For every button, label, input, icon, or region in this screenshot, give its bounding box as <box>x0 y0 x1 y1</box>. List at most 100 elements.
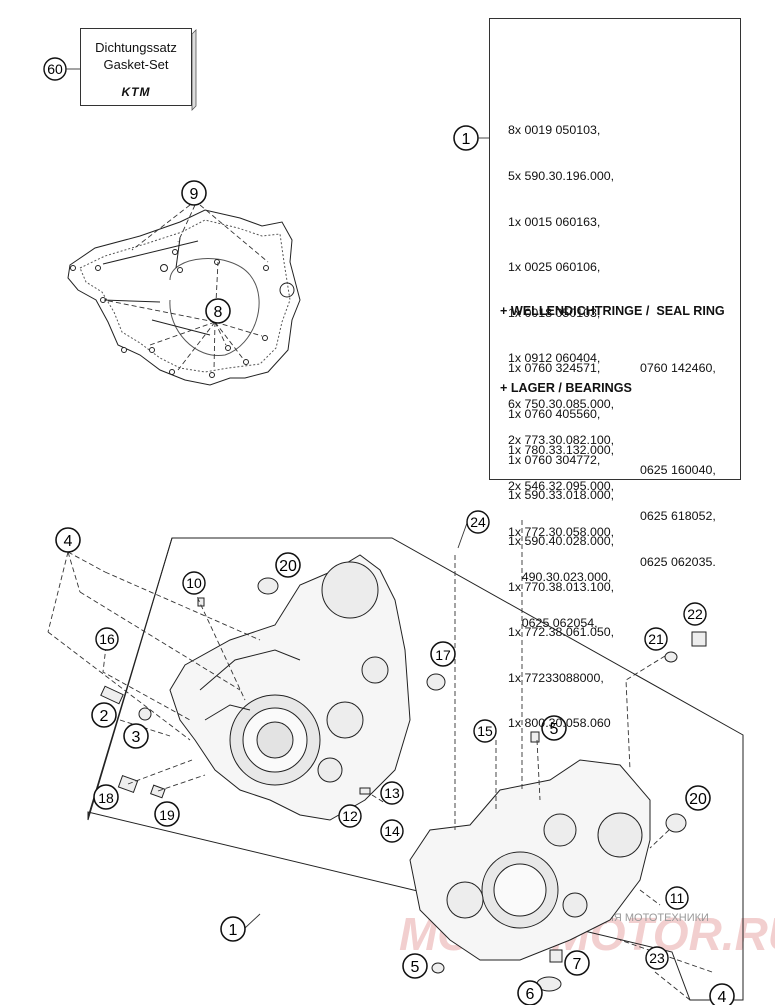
callout-9: 9 <box>181 180 207 206</box>
callout-13: 13 <box>380 781 404 805</box>
gasket-holes <box>70 249 269 378</box>
parts-list-box: 8x 0019 050103, 5x 590.30.196.000, 1x 00… <box>489 18 741 730</box>
svg-text:19: 19 <box>159 807 175 823</box>
bearing-part: 1x 772.30.058.000, <box>508 524 615 539</box>
callout-1: 1 <box>220 916 246 942</box>
svg-text:3: 3 <box>132 729 141 746</box>
svg-text:9: 9 <box>190 186 199 203</box>
callout-5a: 5 <box>541 715 567 741</box>
bearing-part: 2x 546.32.095.000, <box>508 479 615 494</box>
gasket-label-de: Dichtungssatz <box>95 40 177 55</box>
callout-2: 2 <box>91 702 117 728</box>
callout-6: 6 <box>517 980 543 1005</box>
part-number: 1x 800.30.058.060 <box>508 716 611 731</box>
part-number: 1x 770.38.013.100, <box>508 579 615 594</box>
gasket-set-box: Dichtungssatz Gasket-Set KTM <box>80 28 192 106</box>
svg-text:12: 12 <box>342 808 358 824</box>
svg-text:24: 24 <box>470 514 486 530</box>
part-number: 5x 590.30.196.000, <box>508 169 615 184</box>
callout-7: 7 <box>564 950 590 976</box>
callout-12: 12 <box>338 804 362 828</box>
svg-text:10: 10 <box>186 575 202 591</box>
right-crankcase-half <box>409 759 651 961</box>
callout-14: 14 <box>380 819 404 843</box>
gasket-leaders <box>103 204 269 371</box>
part-number: 1x 780.33.132.000, <box>508 442 615 457</box>
bearing-part: 490.30.023.000, <box>508 570 612 585</box>
bearings-heading: + LAGER / BEARINGS <box>500 381 632 395</box>
callout-24: 24 <box>466 510 490 534</box>
svg-text:60: 60 <box>47 61 63 77</box>
svg-text:2: 2 <box>100 708 109 725</box>
left-crankcase-half <box>169 554 411 821</box>
callout-21: 21 <box>644 627 668 651</box>
svg-text:15: 15 <box>477 723 493 739</box>
svg-text:4: 4 <box>64 533 73 550</box>
svg-text:8: 8 <box>214 304 223 321</box>
part-number: 1x 0912 060404, <box>508 351 601 366</box>
bearing-part: 2x 773.30.082.100, <box>508 433 615 448</box>
bearing-part: 0625 618052, <box>640 509 716 524</box>
callout-11: 11 <box>665 886 689 910</box>
bearing-part: 0625 160040, <box>640 463 716 478</box>
gasket-label-en: Gasket-Set <box>103 57 169 72</box>
svg-text:17: 17 <box>435 647 451 663</box>
seal-ring-heading: + WELLENDICHTRINGE / SEAL RING <box>500 304 725 318</box>
seal-part: 1x 0760 304772, <box>508 452 601 467</box>
svg-text:14: 14 <box>384 823 400 839</box>
callout-22: 22 <box>683 602 707 626</box>
part-number: 1x 590.33.018.000, <box>508 488 615 503</box>
callout-20a: 20 <box>275 552 301 578</box>
seal-part: 1x 0760 324571, <box>508 361 601 376</box>
part-number: 1x 0018 050103, <box>508 305 601 320</box>
callout-20b: 20 <box>685 785 711 811</box>
bearing-part: 0625 062054, <box>508 615 598 630</box>
callout-16: 16 <box>95 627 119 651</box>
svg-text:5: 5 <box>411 959 420 976</box>
callout-3: 3 <box>123 723 149 749</box>
gasket-set-label: Dichtungssatz Gasket-Set <box>81 39 191 73</box>
svg-text:1: 1 <box>462 131 471 148</box>
small-parts <box>100 577 707 992</box>
callout-19: 19 <box>154 801 180 827</box>
svg-text:11: 11 <box>670 890 685 906</box>
svg-text:1: 1 <box>229 922 238 939</box>
callout-23: 23 <box>645 946 669 970</box>
ktm-logo: KTM <box>121 85 151 99</box>
svg-text:7: 7 <box>573 956 582 973</box>
svg-text:20: 20 <box>279 558 297 575</box>
svg-text:23: 23 <box>649 950 665 966</box>
part-number: 1x 77233088000, <box>508 670 604 685</box>
svg-text:20: 20 <box>689 791 707 808</box>
part-number: 1x 0025 060106, <box>508 260 601 275</box>
svg-text:22: 22 <box>687 606 703 622</box>
gasket-drawing <box>67 209 301 386</box>
svg-text:6: 6 <box>526 986 535 1003</box>
seal-part: 1x 0760 405560, <box>508 407 601 422</box>
callout-8: 8 <box>205 298 231 324</box>
part-number: 1x 772.38.061.050, <box>508 625 615 640</box>
svg-text:13: 13 <box>384 785 400 801</box>
callout-17: 17 <box>430 641 456 667</box>
svg-text:5: 5 <box>550 721 559 738</box>
svg-text:16: 16 <box>99 631 115 647</box>
part-number: 1x 0015 060163, <box>508 214 601 229</box>
callout-60: 60 <box>43 57 67 81</box>
part-number: 1x 590.40.028.000, <box>508 533 615 548</box>
bearing-part: 0625 062035. <box>640 554 716 569</box>
crankcase-callouts: 4 16 10 20 2 3 18 19 17 13 12 14 24 15 5… <box>55 510 735 1005</box>
solid-leaders <box>244 522 468 929</box>
callout-15: 15 <box>473 719 497 743</box>
part-numbers-list: 8x 0019 050103, 5x 590.30.196.000, 1x 00… <box>508 93 614 762</box>
bearing-parts-list: 2x 773.30.082.100, 2x 546.32.095.000, 1x… <box>508 403 614 661</box>
bearing-parts-right: 0625 160040, 0625 618052, 0625 062035. <box>640 433 716 600</box>
callout-4b: 4 <box>709 983 735 1005</box>
svg-text:21: 21 <box>648 631 664 647</box>
svg-text:4: 4 <box>718 989 727 1005</box>
callout-4a: 4 <box>55 527 81 553</box>
callout-18: 18 <box>93 784 119 810</box>
seal-part-right: 0760 142460, <box>640 361 716 375</box>
callout-10: 10 <box>182 571 206 595</box>
svg-text:18: 18 <box>98 790 114 806</box>
